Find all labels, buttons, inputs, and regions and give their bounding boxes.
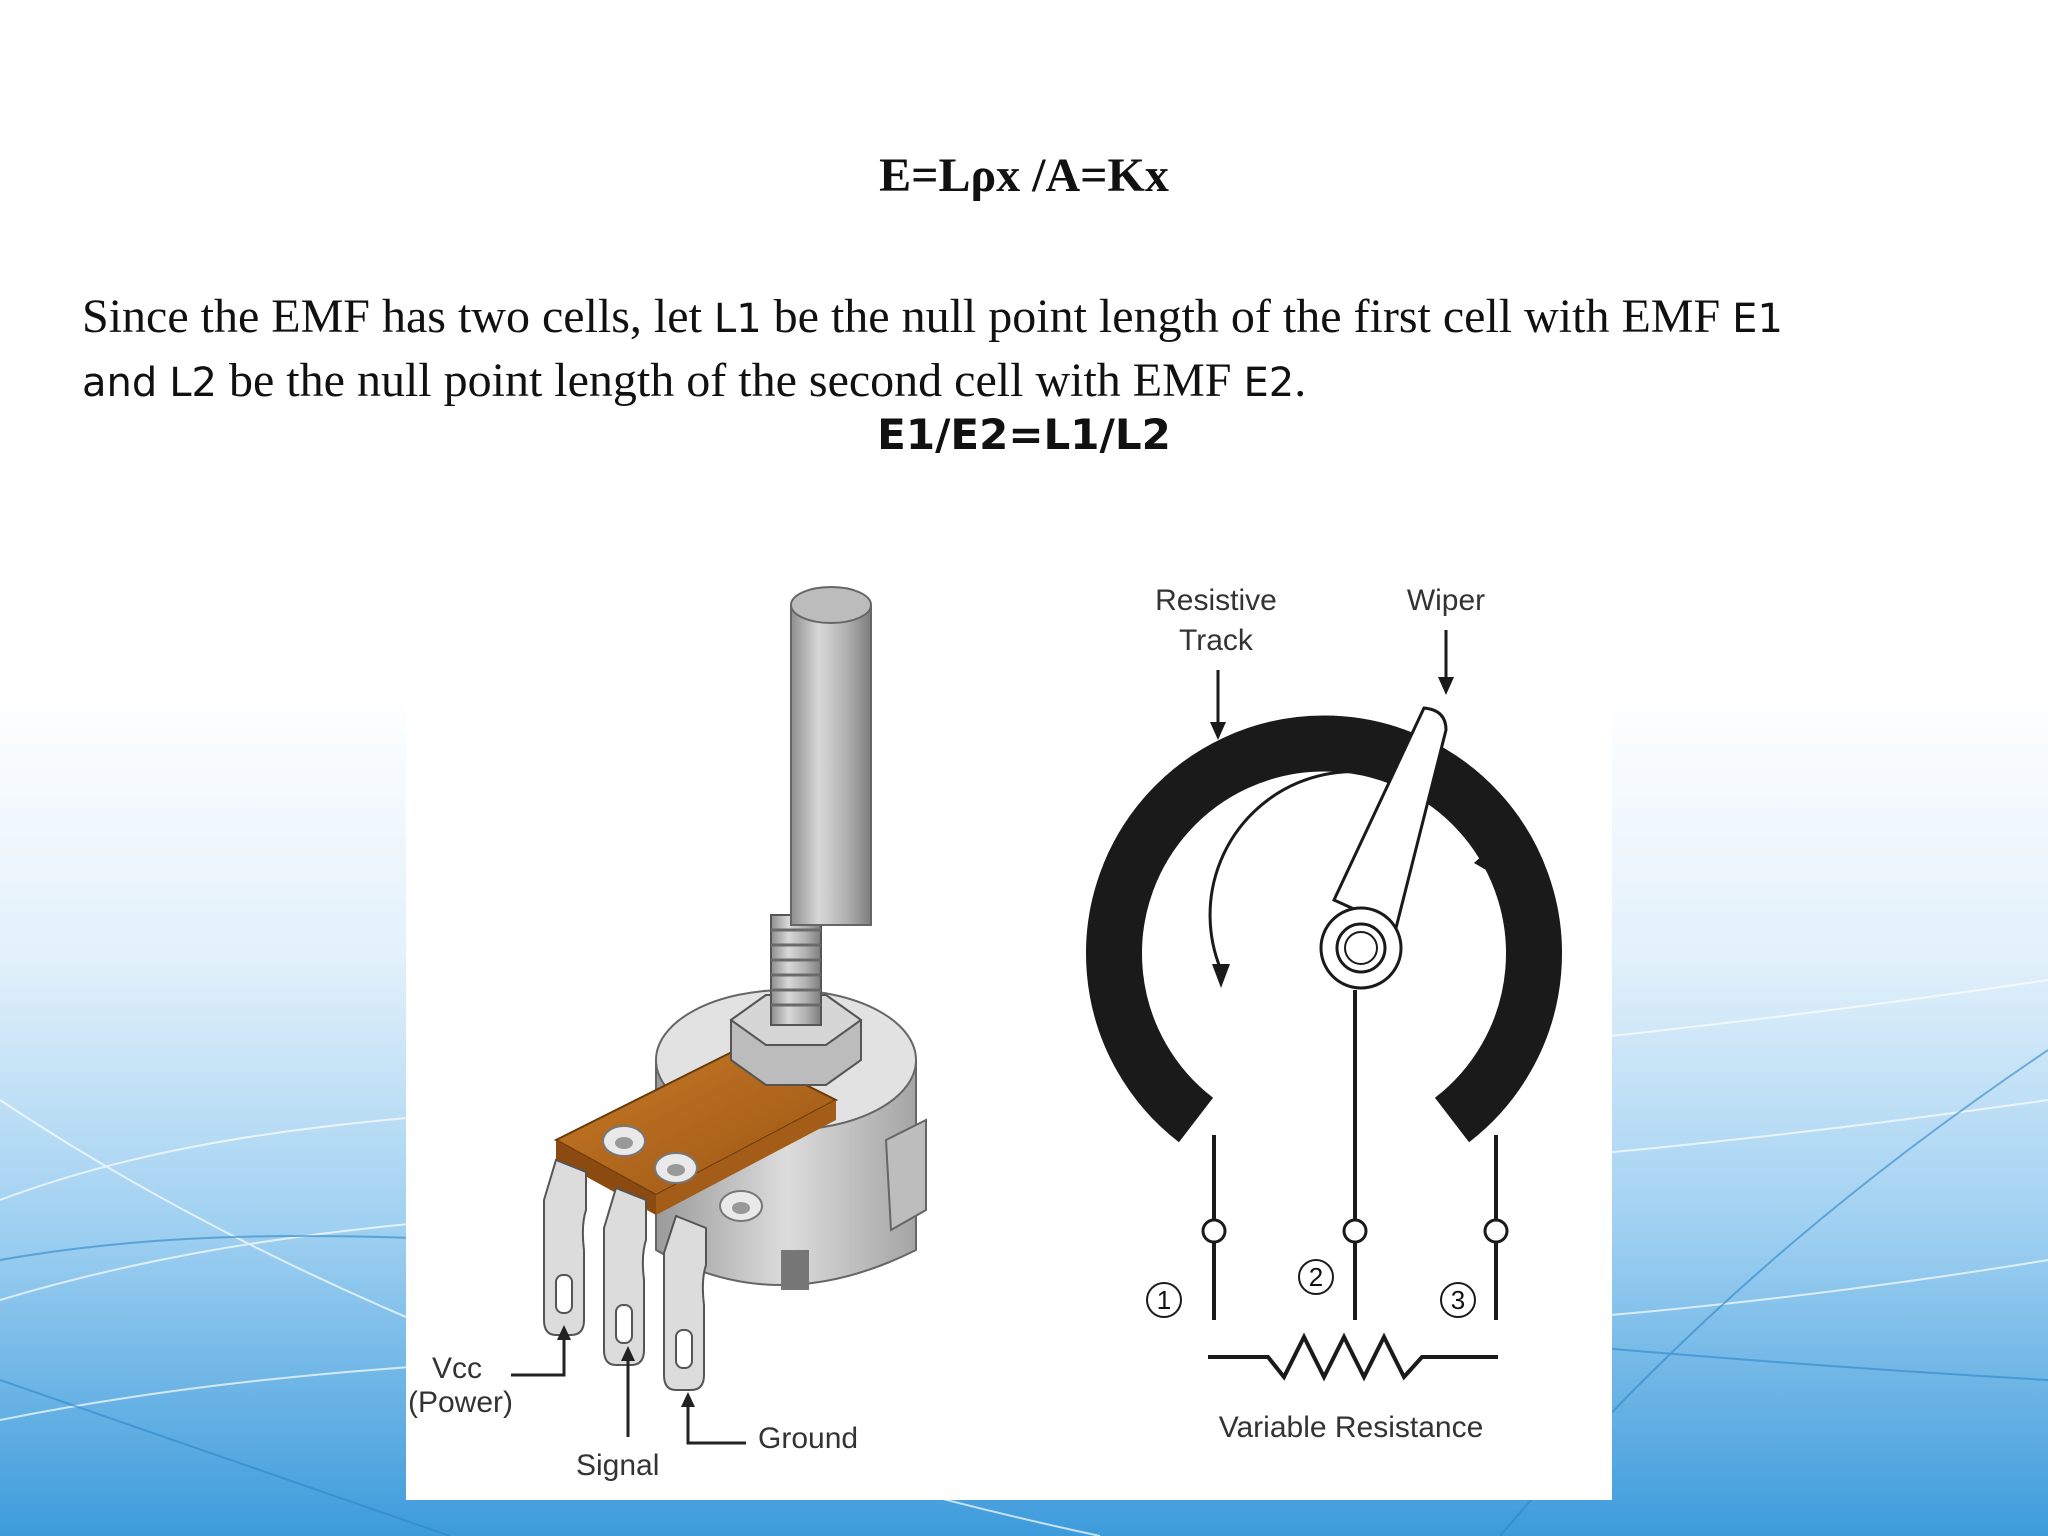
- paragraph-text: be the null point length of the first ce…: [761, 290, 1733, 343]
- paragraph-text: Since the EMF has two cells, let: [82, 290, 714, 343]
- potentiometer-figure: Vcc (Power) Signal Ground: [406, 560, 1612, 1500]
- potentiometer-schematic: [1086, 630, 1562, 1382]
- label-variable-resistance: Variable Resistance: [1219, 1411, 1484, 1444]
- explanation-paragraph: Since the EMF has two cells, let L1 be t…: [82, 286, 1982, 414]
- word-and: and: [82, 360, 158, 406]
- symbol-l2: L2: [169, 360, 217, 406]
- symbol-e2: E2: [1243, 360, 1295, 406]
- paragraph-period: .: [1294, 354, 1307, 407]
- label-vcc: Vcc: [432, 1352, 482, 1385]
- formula-bottom: E1/E2=L1/L2: [877, 410, 1171, 459]
- formula-top: E=Lρx /A=Kx: [879, 149, 1169, 202]
- pin-label-2: 2: [1309, 1262, 1323, 1292]
- label-signal: Signal: [576, 1449, 659, 1482]
- potentiometer-3d-illustration: [511, 586, 927, 1445]
- label-track: Track: [1179, 624, 1254, 657]
- label-resistive: Resistive: [1155, 584, 1277, 617]
- paragraph-text: be the null point length of the second c…: [217, 354, 1244, 407]
- label-ground: Ground: [758, 1422, 858, 1455]
- label-power: (Power): [408, 1386, 513, 1419]
- symbol-e1: E1: [1732, 296, 1783, 342]
- symbol-l1: L1: [713, 296, 762, 342]
- pin-label-3: 3: [1451, 1285, 1465, 1315]
- pin-label-1: 1: [1157, 1285, 1171, 1315]
- label-wiper: Wiper: [1407, 584, 1485, 617]
